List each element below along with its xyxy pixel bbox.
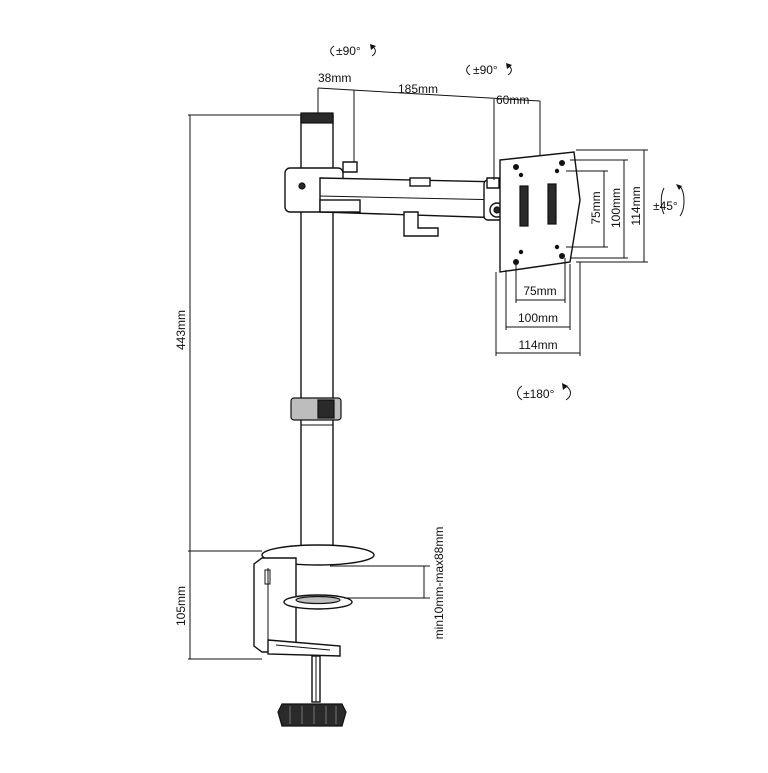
- dim-105-label: 105mm: [174, 586, 188, 626]
- rot-bottom-label: ±180°: [523, 387, 555, 401]
- dim-clamp-label: min10mm-max88mm: [432, 527, 446, 640]
- vesa-plate: [499, 151, 581, 273]
- rotation-indicator-right: ±45°: [653, 184, 685, 217]
- vesa-slot-left: [519, 185, 529, 227]
- vesa-h75-label: 75mm: [523, 284, 556, 298]
- rot-right-label: ±45°: [653, 199, 678, 213]
- collar-lock: [317, 399, 335, 419]
- dim-38-label: 38mm: [318, 71, 351, 85]
- dim-185-label: 185mm: [398, 82, 438, 96]
- rotate-arrow-icon: [330, 45, 335, 57]
- dim-443-label: 443mm: [174, 310, 188, 350]
- dimension-lines: [188, 87, 648, 660]
- vesa-h100-label: 100mm: [518, 311, 558, 325]
- rotate-arrow-icon: [466, 64, 471, 76]
- desk-clamp: [253, 557, 353, 727]
- vesa-h114-label: 114mm: [518, 338, 557, 352]
- rot-top-right-label: ±90°: [473, 63, 498, 77]
- dim-60-label: 60mm: [496, 93, 529, 107]
- rotation-indicator-top-right: ±90°: [466, 63, 512, 77]
- rotation-indicator-top-left: ±90°: [330, 44, 376, 58]
- pole-cap: [300, 112, 334, 124]
- arm: [284, 161, 507, 237]
- clamp-knob: [277, 703, 347, 727]
- rotate-arrow-icon: [660, 187, 665, 215]
- vesa-v75-label: 75mm: [589, 191, 603, 224]
- cable-clip: [403, 211, 439, 237]
- rotation-indicator-bottom: ±180°: [516, 383, 572, 401]
- vesa-v114-label: 114mm: [629, 186, 643, 225]
- vesa-v100-label: 100mm: [609, 188, 623, 228]
- vesa-plate-body: [499, 151, 581, 273]
- vesa-slot-right: [547, 183, 557, 225]
- rot-top-left-label: ±90°: [336, 44, 361, 58]
- rotate-arrow-icon: [516, 385, 523, 401]
